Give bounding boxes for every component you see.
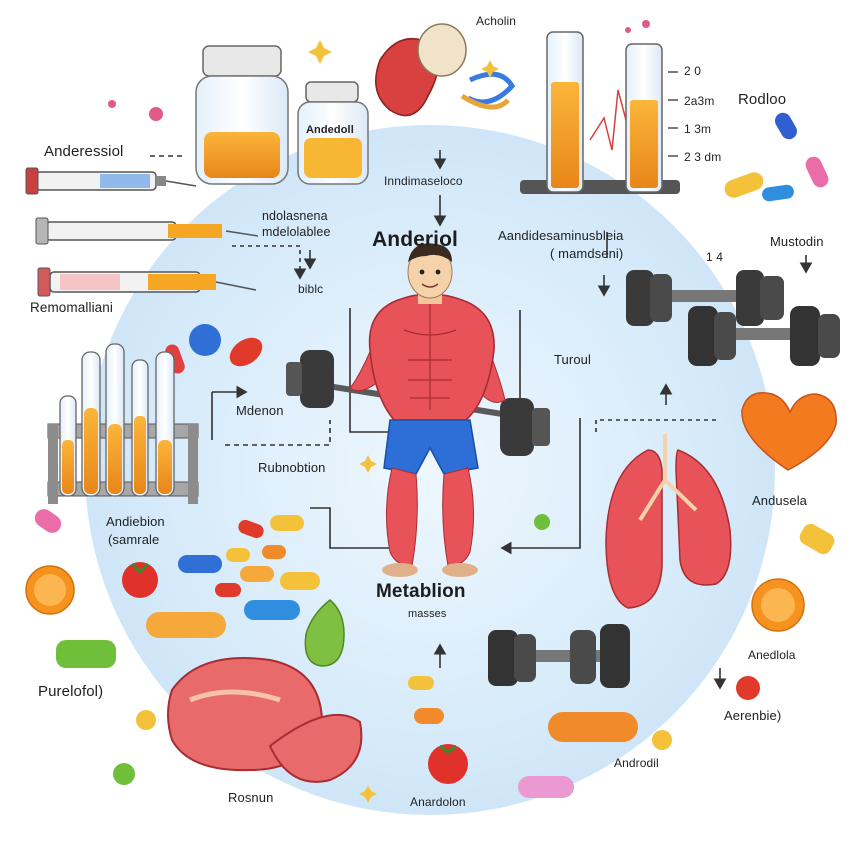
- label-tube-mark-4: 2 3 dm: [684, 150, 722, 164]
- syringe-icon: [37, 267, 257, 297]
- label-left-rubnobtion: Rubnobtion: [258, 460, 326, 475]
- test-tube-icon: [520, 31, 680, 194]
- syringe-icon: [25, 167, 197, 195]
- dumbbell-icon: [488, 624, 630, 688]
- jar-icon: [297, 81, 369, 185]
- label-top-left-header: Anderessiol: [44, 143, 124, 160]
- tomato-icon: [428, 744, 468, 784]
- label-center-title: Anderiol: [372, 228, 458, 251]
- label-right-aerenbie: Aerenbie): [724, 708, 782, 723]
- tomato-icon: [122, 562, 158, 598]
- label-left-bible: biblc: [298, 282, 324, 296]
- label-right-anedlola: Anedlola: [748, 648, 796, 662]
- lungs-icon: [605, 434, 732, 609]
- jar-icon: [195, 45, 289, 185]
- label-bottom-anardolon: Anardolon: [410, 795, 466, 809]
- heart-icon: [741, 392, 837, 471]
- pear-icon: [304, 599, 345, 667]
- label-left-samples-1: Andiebion: [106, 514, 165, 529]
- label-jar-caption: ndolasnena mdelolablee: [262, 209, 331, 239]
- label-center-subtitle: Metablion: [376, 581, 466, 602]
- syringe-icon: [35, 217, 259, 245]
- label-right-top: Rodloo: [738, 91, 787, 108]
- label-tube-caption-1: Aandidesaminusbleia: [498, 228, 624, 243]
- muscle-man-icon: [286, 243, 550, 577]
- label-bottom-left: Purelofol): [38, 683, 104, 700]
- label-right-top-2: Mustodin: [770, 234, 824, 249]
- label-mid-caption: Inndimaseloco: [384, 174, 463, 188]
- label-tube-caption-2: ( mamdseni): [550, 246, 624, 261]
- label-right-heart: Andusela: [752, 493, 808, 508]
- label-jar: Andedoll: [306, 124, 354, 136]
- label-center-subtitle-sub: masses: [408, 608, 447, 620]
- label-right-turoul: Turoul: [554, 352, 591, 367]
- orange-icon: [751, 578, 805, 632]
- label-left-syringes: Remomalliani: [30, 300, 113, 315]
- sparkle-icon: [108, 20, 650, 121]
- label-tube-mark-2: 2a3m: [684, 94, 715, 108]
- test-tube-icon: [47, 343, 199, 504]
- label-bottom-rosnun: Rosnun: [228, 790, 274, 805]
- connector-lines: [150, 150, 813, 690]
- label-number-14: 1 4: [706, 250, 723, 264]
- pill-icon: [34, 112, 835, 798]
- label-tube-mark-3: 1 3m: [684, 122, 712, 136]
- label-bottom-androdil: Androdil: [614, 756, 659, 770]
- meat-icon: [167, 657, 363, 783]
- label-top-organ: Acholin: [476, 14, 517, 28]
- label-left-mdenon: Mdenon: [236, 403, 284, 418]
- dumbbell-icon: [626, 270, 840, 366]
- label-tube-mark-1: 2 0: [684, 64, 701, 78]
- sparkle-icon: [308, 40, 499, 803]
- orange-icon: [25, 565, 75, 615]
- label-left-samples-2: (samrale: [108, 532, 160, 547]
- organ-icon: [375, 23, 516, 117]
